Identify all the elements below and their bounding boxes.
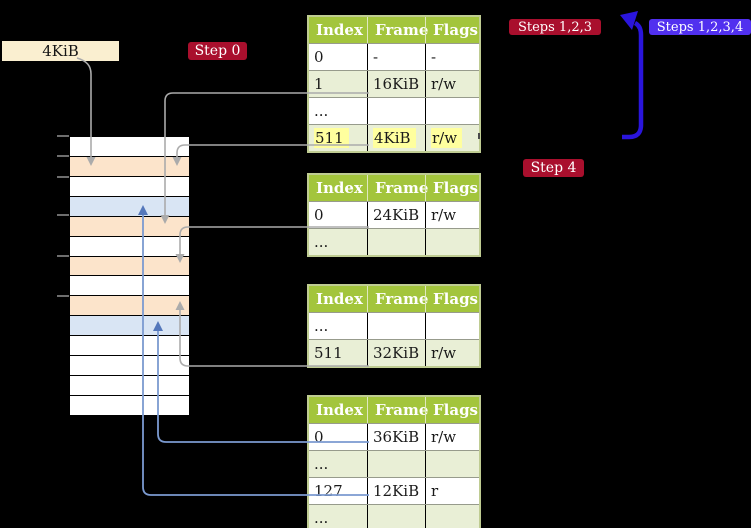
page-table-level-3: Index Frame Flags ... 511 32KiB r/w (307, 284, 481, 368)
memory-frame-row (70, 316, 189, 337)
header-index: Index (316, 21, 363, 39)
table-row: ... (309, 228, 479, 255)
table-header-row: Index Frame Flags (309, 17, 479, 43)
memory-frame-row (70, 216, 189, 237)
table-header-row: Index Frame Flags (309, 175, 479, 201)
table-row: 1 16KiB r/w (309, 70, 479, 97)
table-row-highlighted: 511 4KiB r/w (309, 124, 479, 151)
table-row: ... (309, 312, 479, 339)
header-frame: Frame (367, 286, 428, 312)
page-table-level-4: Index Frame Flags 0 36KiB r/w ... 127 12… (307, 395, 481, 528)
step0-badge: Step 0 (188, 42, 247, 60)
header-frame: Frame (367, 397, 428, 423)
memory-block-size-label: 4KiB (2, 41, 119, 61)
header-index: Index (316, 179, 363, 197)
memory-frame-row (70, 395, 189, 415)
table-row: 127 12KiB r (309, 477, 479, 504)
memory-frame-row (70, 236, 189, 257)
page-table-level-1: Index Frame Flags 0 - - 1 16KiB r/w ... … (307, 15, 481, 153)
table-row: 0 - - (309, 43, 479, 70)
header-frame: Frame (367, 175, 428, 201)
memory-frame-row (70, 156, 189, 177)
step4-badge: Step 4 (523, 159, 584, 177)
header-flags: Flags (425, 175, 479, 201)
table-row: 0 36KiB r/w (309, 423, 479, 450)
table-row: ... (309, 450, 479, 477)
highlighted-value: r/w (431, 128, 463, 148)
header-flags: Flags (425, 17, 479, 43)
table-row: 511 32KiB r/w (309, 339, 479, 366)
steps1234-badge: Steps 1,2,3,4 (649, 19, 751, 35)
header-flags: Flags (425, 286, 479, 312)
memory-frame-row (70, 376, 189, 396)
memory-frame-row (70, 256, 189, 277)
memory-frame-row (70, 296, 189, 317)
highlighted-value: 511 (314, 128, 349, 148)
memory-frame-row (70, 176, 189, 197)
header-frame: Frame (367, 17, 428, 43)
steps123-badge: Steps 1,2,3 (509, 19, 601, 35)
header-index: Index (316, 401, 363, 419)
table-header-row: Index Frame Flags (309, 397, 479, 423)
steps-loop-arrow (620, 11, 644, 140)
table-row: ... (309, 97, 479, 124)
memory-frame-row (70, 276, 189, 297)
memory-frame-row (70, 356, 189, 377)
memory-frame-row (70, 336, 189, 357)
physical-memory-strip (69, 136, 190, 416)
header-index: Index (316, 290, 363, 308)
memory-frame-row (70, 196, 189, 217)
header-flags: Flags (425, 397, 479, 423)
table-header-row: Index Frame Flags (309, 286, 479, 312)
memory-frame-row (70, 137, 189, 157)
highlighted-value: 4KiB (373, 128, 416, 148)
table-row: ... (309, 504, 479, 528)
page-table-level-2: Index Frame Flags 0 24KiB r/w ... (307, 173, 481, 257)
table-row: 0 24KiB r/w (309, 201, 479, 228)
address-tick-marks (57, 135, 69, 297)
